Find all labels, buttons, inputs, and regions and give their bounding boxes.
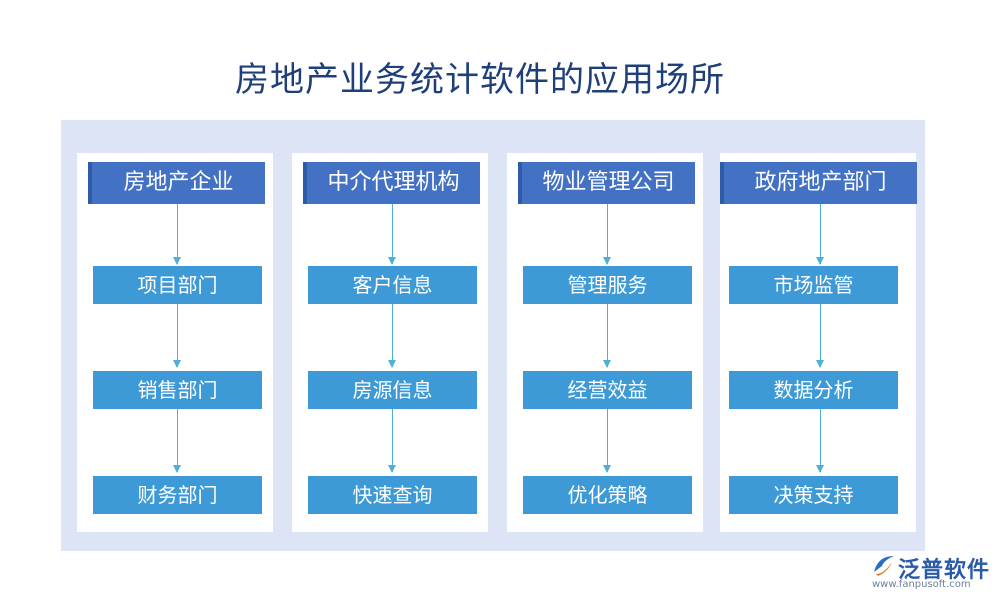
fanpu-logo-icon <box>874 556 894 576</box>
arrow-connector <box>816 409 824 473</box>
logo-name: 泛普软件 <box>898 558 991 583</box>
node-box: 快速查询 <box>308 476 477 514</box>
column-agency: 中介代理机构 客户信息 房源信息 快速查询 <box>292 153 488 532</box>
node-box: 数据分析 <box>729 371 898 409</box>
arrow-connector <box>603 304 611 368</box>
arrow-connector <box>816 304 824 368</box>
node-box: 销售部门 <box>93 371 262 409</box>
column-header-label: 房地产企业 <box>123 170 234 195</box>
node-box: 市场监管 <box>729 266 898 304</box>
arrow-connector <box>388 409 396 473</box>
node-box: 优化策略 <box>523 476 692 514</box>
column-header-label: 政府地产部门 <box>754 170 887 195</box>
arrow-connector <box>173 304 181 368</box>
arrow-connector <box>603 204 611 265</box>
column-header: 物业管理公司 <box>518 162 695 204</box>
node-box: 决策支持 <box>729 476 898 514</box>
arrow-connector <box>816 204 824 265</box>
node-box: 客户信息 <box>308 266 477 304</box>
node-box: 项目部门 <box>93 266 262 304</box>
column-header-label: 中介代理机构 <box>327 170 460 195</box>
node-box: 房源信息 <box>308 371 477 409</box>
node-box: 财务部门 <box>93 476 262 514</box>
logo-url: www.fanpusoft.com <box>872 579 971 590</box>
column-header-label: 物业管理公司 <box>542 170 675 195</box>
fanpu-logo: 泛普软件 www.fanpusoft.com <box>868 552 994 596</box>
header-tab <box>518 162 522 204</box>
header-tab <box>88 162 92 204</box>
header-tab <box>303 162 307 204</box>
column-government-department: 政府地产部门 市场监管 数据分析 决策支持 <box>720 153 917 532</box>
node-box: 经营效益 <box>523 371 692 409</box>
column-header: 政府地产部门 <box>720 162 917 204</box>
diagram-title: 房地产业务统计软件的应用场所 <box>235 60 725 100</box>
column-header: 中介代理机构 <box>303 162 480 204</box>
column-property-management: 物业管理公司 管理服务 经营效益 优化策略 <box>507 153 703 532</box>
header-tab <box>720 162 724 204</box>
arrow-connector <box>388 204 396 265</box>
arrow-connector <box>603 409 611 473</box>
arrow-connector <box>388 304 396 368</box>
node-box: 管理服务 <box>523 266 692 304</box>
arrow-connector <box>173 409 181 473</box>
column-real-estate-enterprise: 房地产企业 项目部门 销售部门 财务部门 <box>77 153 273 532</box>
column-header: 房地产企业 <box>88 162 265 204</box>
arrow-connector <box>173 204 181 265</box>
